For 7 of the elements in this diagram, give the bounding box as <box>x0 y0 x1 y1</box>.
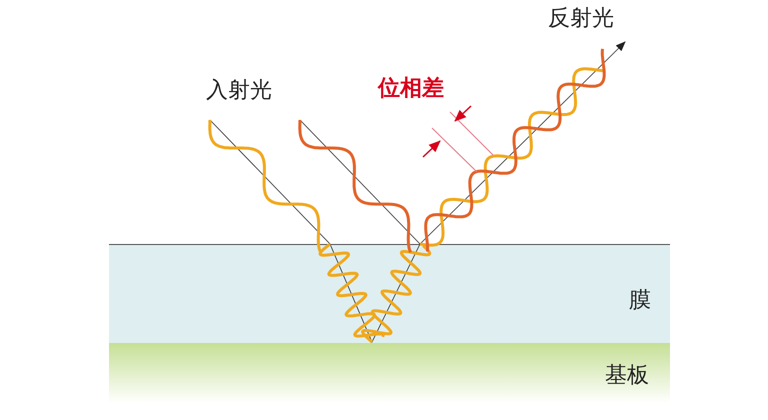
ray-label: 入射光 <box>206 80 272 102</box>
film-layer <box>109 244 670 344</box>
ray-label: 反射光 <box>548 8 614 30</box>
phase-difference-label: 位相差 <box>378 78 444 100</box>
substrate-layer <box>109 343 670 403</box>
layer-label: 基板 <box>605 365 649 387</box>
layer-label: 膜 <box>629 290 651 312</box>
